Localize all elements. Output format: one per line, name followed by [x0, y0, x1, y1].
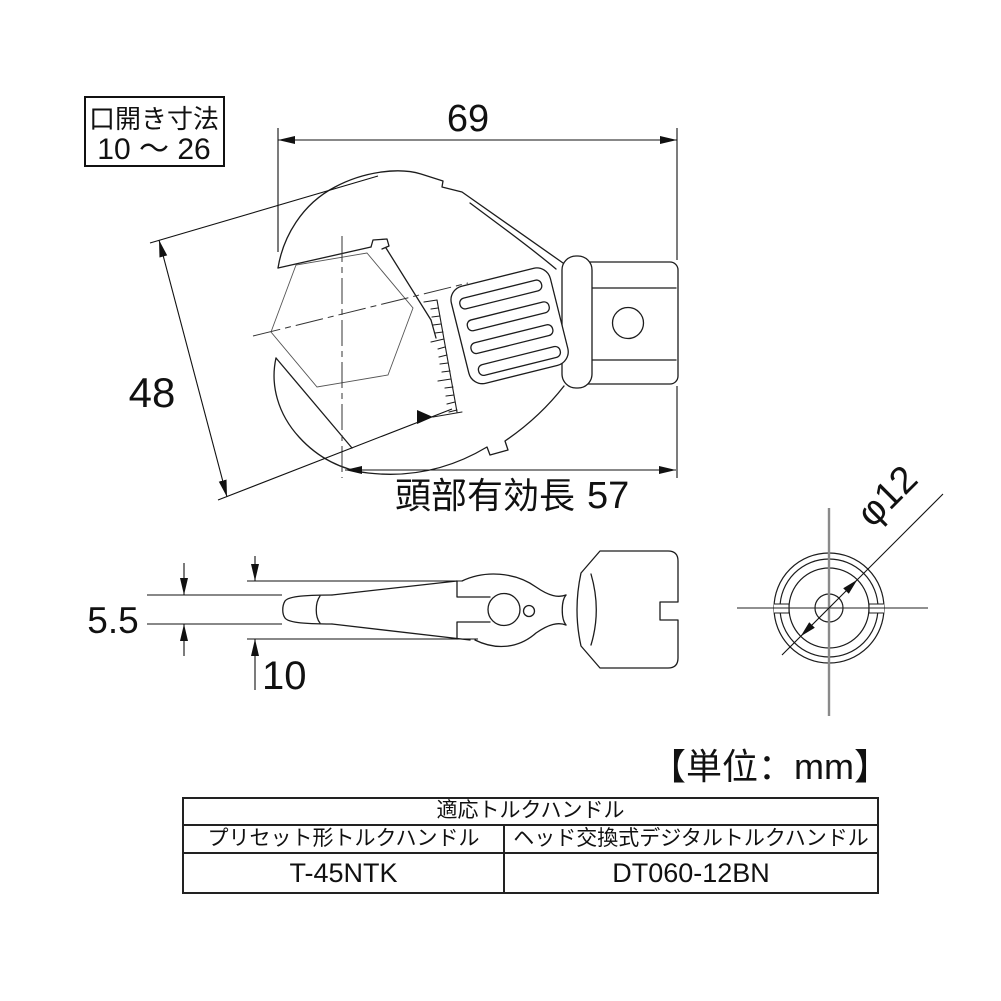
dim-69: 69 [447, 98, 489, 140]
dim-5-5: 5.5 [87, 600, 138, 641]
dim-10: 10 [262, 654, 307, 698]
end-view [737, 493, 944, 716]
jaw-range-title: 口開き寸法 [89, 104, 219, 134]
jaw-range-value: 10 ～ 26 [97, 133, 210, 166]
side-view-dimensions [147, 556, 478, 690]
jaw-scale-ruler [423, 299, 458, 413]
worm-screw [450, 267, 569, 385]
pivot-head [487, 592, 521, 627]
hex-bolt-ghost [270, 252, 414, 388]
collar [561, 255, 593, 389]
dim-phi12: φ12 [849, 458, 926, 535]
table-title: 適応トルクハンドル [181, 797, 880, 826]
dim-57-label: 頭部有効長 [395, 475, 575, 516]
movable-jaw-face [275, 357, 353, 449]
drive-pin-hole [611, 306, 645, 340]
jaw-range-box: 口開き寸法 10 ～ 26 [84, 96, 225, 167]
table-col-digital: ヘッド交換式デジタルトルクハンドル [502, 824, 880, 854]
dim-48: 48 [129, 369, 176, 416]
compatible-handle-table: 適応トルクハンドル プリセット形トルクハンドル ヘッド交換式デジタルトルクハンド… [181, 797, 880, 894]
centerlines [252, 236, 469, 478]
unit-note: 【単位：mm】 [650, 746, 890, 787]
front-view-dimensions [149, 128, 678, 501]
fixed-jaw-outline [277, 170, 564, 269]
dim-line-48 [158, 239, 228, 498]
side-view-wrench [282, 550, 679, 669]
table-col-preset: プリセット形トルクハンドル [182, 824, 505, 854]
movable-jaw-outline [273, 357, 565, 475]
dim-57-value: 57 [587, 475, 629, 517]
table-model-digital: DT060-12BN [502, 852, 880, 894]
table-model-preset: T-45NTK [182, 852, 505, 894]
side-drive-block [576, 550, 679, 669]
fixed-jaw-face [385, 247, 432, 321]
pivot-pin-hole [522, 604, 536, 618]
front-view-wrench [273, 170, 679, 475]
